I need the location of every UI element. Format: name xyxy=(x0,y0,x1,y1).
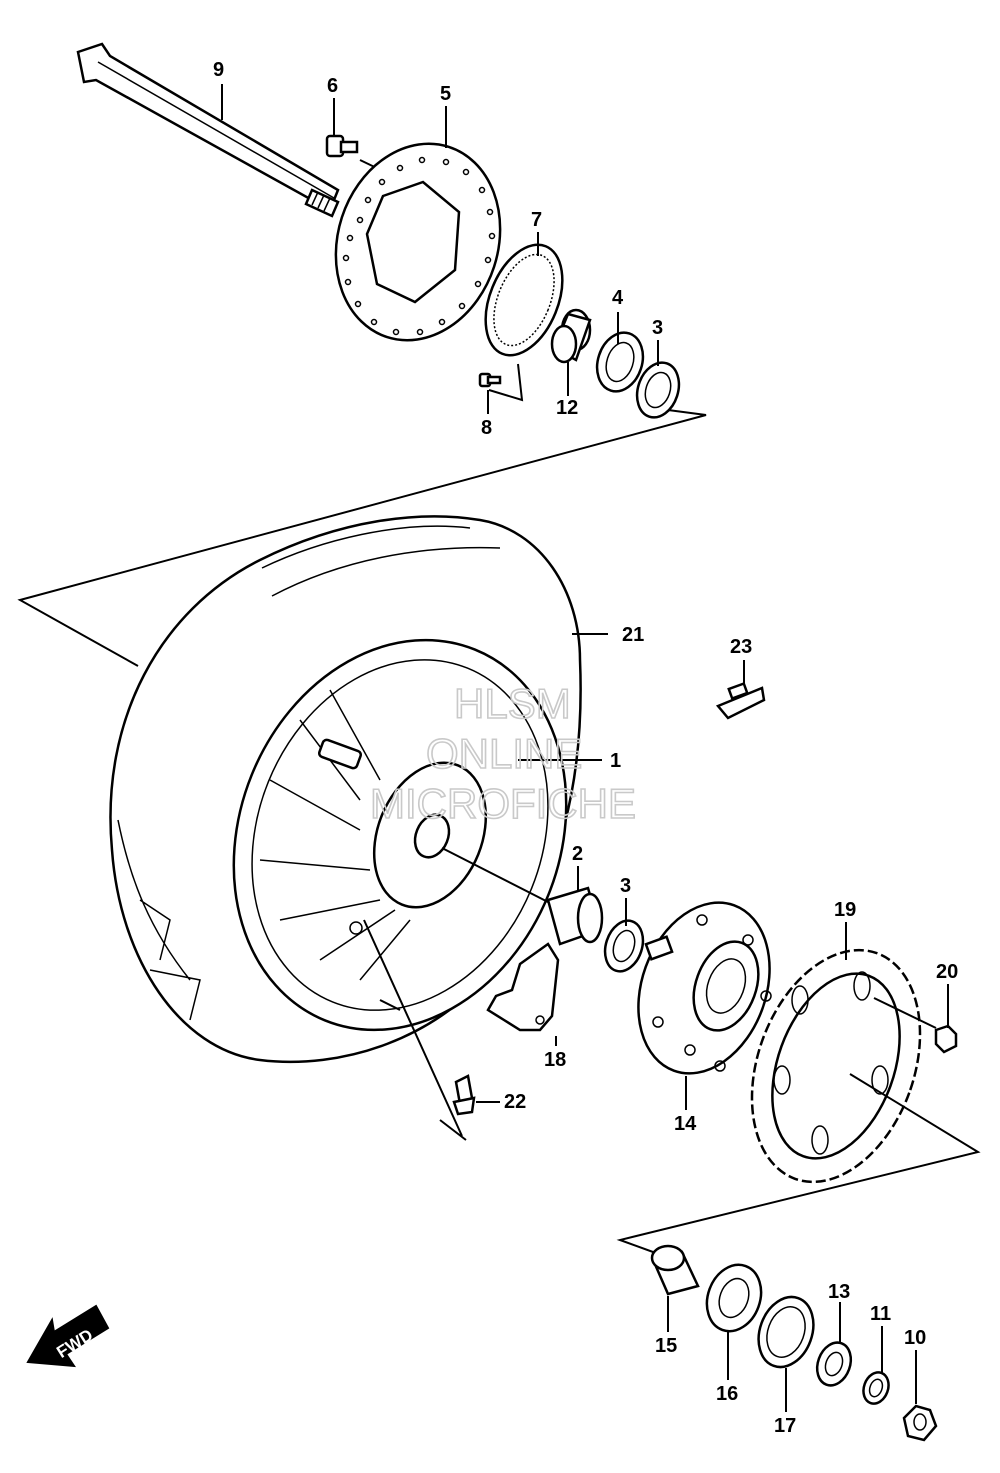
callout-3-upper[interactable]: 3 xyxy=(652,317,663,339)
part-23-balance-weight[interactable] xyxy=(715,681,766,720)
part-18-bracket[interactable] xyxy=(486,942,560,1032)
callout-numbers: 9 6 5 7 4 3 12 8 21 23 1 2 3 19 20 18 22… xyxy=(213,59,958,1437)
callout-2[interactable]: 2 xyxy=(572,843,583,865)
part-4-oil-seal[interactable] xyxy=(590,327,650,398)
leader-line-upper-group xyxy=(17,409,707,667)
callout-leaders xyxy=(221,84,949,1412)
callout-13[interactable]: 13 xyxy=(828,1281,850,1303)
callout-14[interactable]: 14 xyxy=(674,1113,697,1135)
callout-15[interactable]: 15 xyxy=(655,1335,677,1357)
part-1-wheel-rim[interactable] xyxy=(177,590,624,1081)
watermark-line-3: MICROFICHE xyxy=(370,780,636,827)
callout-11[interactable]: 11 xyxy=(870,1303,891,1325)
callout-3-lower[interactable]: 3 xyxy=(620,875,631,897)
callout-6[interactable]: 6 xyxy=(327,75,338,97)
callout-17[interactable]: 17 xyxy=(774,1415,796,1437)
part-3-bearing-lower[interactable] xyxy=(599,916,649,977)
callout-8[interactable]: 8 xyxy=(481,417,492,439)
part-8-screw[interactable] xyxy=(478,363,524,402)
callout-7[interactable]: 7 xyxy=(531,209,542,231)
part-12-collar[interactable] xyxy=(550,308,592,364)
callout-5[interactable]: 5 xyxy=(440,83,451,105)
callout-20[interactable]: 20 xyxy=(936,961,958,983)
part-13-spacer[interactable] xyxy=(811,1338,856,1390)
part-22-valve[interactable] xyxy=(363,919,476,1141)
part-15-collar[interactable] xyxy=(650,1244,700,1296)
callout-21[interactable]: 21 xyxy=(622,624,644,646)
watermark: HLSM ONLINE MICROFICHE xyxy=(369,679,637,828)
part-17-oil-seal[interactable] xyxy=(749,1289,822,1374)
callout-10[interactable]: 10 xyxy=(904,1327,926,1349)
part-19-rear-sprocket[interactable] xyxy=(616,927,981,1257)
part-5-brake-disc[interactable] xyxy=(311,122,525,362)
part-11-washer[interactable] xyxy=(859,1369,892,1407)
callout-4[interactable]: 4 xyxy=(612,287,624,309)
callout-18[interactable]: 18 xyxy=(544,1049,566,1071)
callout-1[interactable]: 1 xyxy=(610,750,621,772)
part-10-nut[interactable] xyxy=(902,1404,938,1442)
part-2-spacer[interactable] xyxy=(441,847,604,946)
forward-arrow-icon: FWD xyxy=(26,1304,110,1368)
callout-16[interactable]: 16 xyxy=(716,1383,738,1405)
part-14-sprocket-carrier[interactable] xyxy=(616,884,793,1092)
callout-19[interactable]: 19 xyxy=(834,899,856,921)
part-9-axle[interactable] xyxy=(76,42,340,218)
part-3-bearing-upper[interactable] xyxy=(630,357,685,423)
part-16-bearing[interactable] xyxy=(698,1257,770,1339)
callout-9[interactable]: 9 xyxy=(213,59,224,81)
callout-22[interactable]: 22 xyxy=(504,1091,526,1113)
part-7-sensor-rotor[interactable] xyxy=(471,233,578,366)
callout-12[interactable]: 12 xyxy=(556,397,578,419)
callout-23[interactable]: 23 xyxy=(730,636,752,658)
watermark-line-1: HLSM xyxy=(454,680,571,727)
watermark-line-2: ONLINE xyxy=(426,730,582,777)
